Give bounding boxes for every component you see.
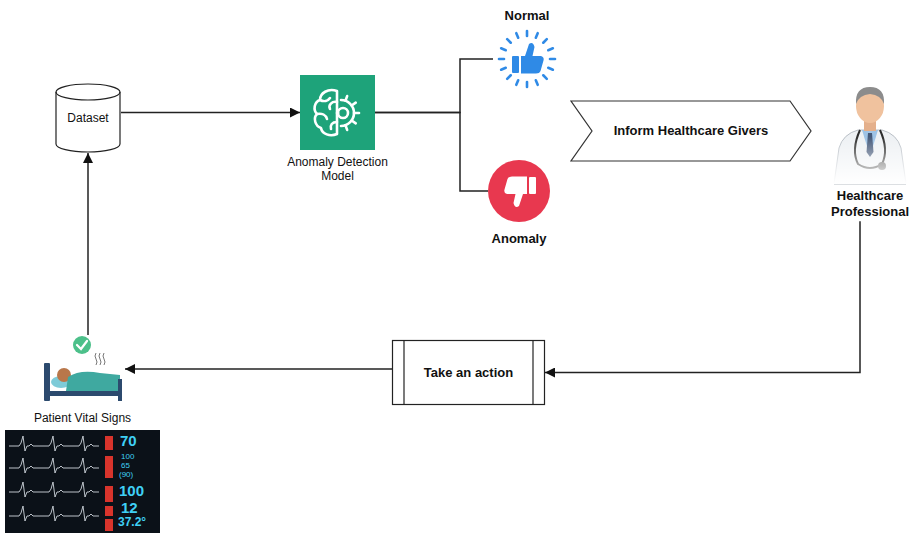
normal-icon-art (493, 30, 561, 88)
vital-reading: 100 (121, 453, 134, 461)
sparkle-ray (548, 48, 553, 50)
sparkle-ray (526, 82, 529, 87)
gear-tooth (352, 103, 356, 106)
doctor-figure: Healthcare Professional (822, 66, 918, 219)
sleep-mark (103, 353, 105, 365)
monitor-tag (105, 436, 113, 450)
process-outline (393, 341, 545, 405)
vital-reading: 37.2° (118, 516, 146, 528)
thumb-hand (504, 177, 527, 208)
bed-leg (118, 379, 122, 401)
monitor-tags (105, 436, 113, 531)
chevron-box: Inform Healthcare Givers (570, 100, 812, 162)
blanket (66, 372, 120, 391)
sleep-mark (95, 353, 97, 365)
sparkle-ray (516, 33, 518, 38)
thumb-cuff (529, 177, 536, 194)
gear-tooth (345, 125, 347, 130)
brain-stroke (331, 122, 337, 129)
node-label: Dataset (63, 111, 112, 125)
sparkle-ray (543, 39, 547, 43)
thumbs-down (504, 177, 536, 208)
thumbs-up (512, 43, 544, 74)
connector (87, 153, 89, 335)
process-bar (403, 340, 404, 405)
gear-tooth (352, 120, 356, 123)
node-label: Anomaly Detection Model (273, 155, 403, 184)
bed-frame (44, 391, 122, 396)
monitor-tag (105, 519, 113, 531)
connector (125, 368, 392, 370)
ecg-trace (9, 458, 99, 473)
database-cylinder: Dataset (55, 83, 121, 153)
monitor-tag (105, 456, 113, 478)
monitor-screen (5, 430, 160, 533)
chevron-outline (571, 101, 811, 161)
monitor-tag (105, 506, 113, 516)
ecg-traces (9, 436, 99, 521)
ecg-trace (9, 482, 99, 497)
cylinder-body (56, 84, 120, 152)
cylinder-rim (56, 92, 120, 100)
vital-reading: 65 (121, 462, 130, 470)
vital-reading: 12 (121, 500, 138, 515)
sparkle-ray (550, 58, 555, 61)
node-label: Patient Vital Signs (8, 411, 158, 425)
ecg-trace (9, 506, 99, 521)
sparkle-ray (536, 33, 538, 38)
sparkle-ray (543, 75, 547, 79)
sparkle-ray (516, 80, 518, 85)
brain-stroke (315, 90, 337, 135)
check-mark (77, 341, 87, 349)
connector (375, 59, 493, 113)
model-icon: Anomaly Detection Model (300, 75, 375, 150)
node-label: Healthcare Professional (822, 184, 918, 219)
model-tile (300, 75, 375, 150)
node-label: Inform Healthcare Givers (610, 123, 773, 139)
connector (545, 221, 860, 372)
ecg-trace (9, 436, 99, 451)
anomaly-icon-art (488, 160, 550, 222)
process-box: Take an action (392, 340, 545, 405)
vital-reading: (90) (119, 471, 133, 479)
sparkle-ray (501, 48, 506, 50)
gear-tooth (354, 112, 359, 115)
patient-figure: Patient Vital Signs (40, 335, 125, 403)
alert-disc (488, 160, 550, 222)
gear-hub (338, 108, 348, 118)
node-label: Anomaly (474, 231, 564, 247)
check-badge (73, 336, 91, 354)
node-label: Normal (482, 8, 572, 24)
anomaly-icon: Anomaly (488, 160, 550, 222)
gear-tooth (345, 96, 347, 101)
doctor-figure-art (822, 66, 918, 184)
brain-stroke (320, 98, 330, 101)
thumb-cuff (512, 56, 519, 73)
sparkle-ray (501, 68, 506, 70)
patient-figure-art (40, 335, 125, 403)
sparkle-ray (507, 39, 511, 43)
brain-gear-glyph (315, 90, 359, 135)
vital-reading: 70 (120, 433, 137, 448)
node-label: Take an action (420, 365, 517, 381)
brain-stroke (317, 114, 327, 119)
thumb-hand (521, 43, 544, 74)
brain-stroke (329, 102, 337, 109)
process-bar (532, 340, 533, 405)
connector (375, 113, 488, 192)
sparkle-ray (499, 58, 504, 61)
vital-reading: 100 (119, 483, 144, 498)
model-icon-art (300, 75, 375, 150)
sparkle-ray (526, 31, 529, 36)
sparkle-ray (536, 80, 538, 85)
connector (121, 112, 300, 114)
sleep-mark (99, 353, 101, 365)
normal-icon: Normal (493, 30, 561, 88)
monitor-tag (105, 486, 113, 502)
sparkle-ray (548, 68, 553, 70)
gear-spoke (337, 112, 338, 115)
fade (822, 66, 918, 184)
sparkle-ray (507, 75, 511, 79)
